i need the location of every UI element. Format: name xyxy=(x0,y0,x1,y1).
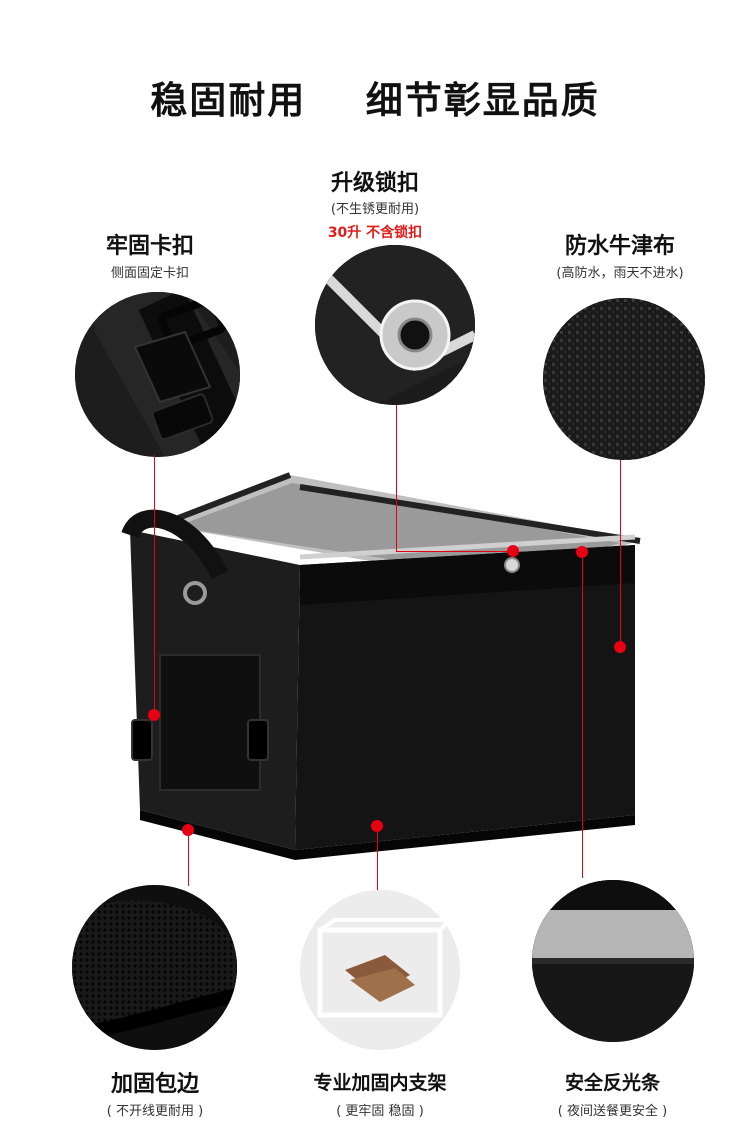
edge-marker xyxy=(182,824,194,836)
lock-feature-sub: (不生锈更耐用) xyxy=(330,202,420,217)
buckle-detail-image xyxy=(75,292,240,457)
buckle-feature-sub: 侧面固定卡扣 xyxy=(110,266,189,281)
lock-leader-line xyxy=(396,405,397,551)
edge-feature-sub: ( 不开线更耐用 ) xyxy=(106,1104,204,1119)
lock-ring-icon xyxy=(315,245,475,405)
frame-leader-line xyxy=(377,832,378,894)
buckle-leader-line xyxy=(154,455,155,715)
lock-leader-hline xyxy=(396,551,512,552)
fabric-marker xyxy=(614,641,626,653)
fabric-texture-icon xyxy=(543,298,705,460)
reflective-detail-image xyxy=(532,880,694,1042)
frame-detail-image xyxy=(300,890,460,1050)
buckle-icon xyxy=(75,292,240,457)
edge-feature-title: 加固包边 xyxy=(110,1072,199,1097)
page-title: 稳固耐用 细节彰显品质 xyxy=(150,79,600,122)
reflective-strip-icon xyxy=(532,880,694,1042)
fabric-feature-title: 防水牛津布 xyxy=(564,234,675,259)
delivery-bag-image xyxy=(121,472,641,860)
reflective-feature-title: 安全反光条 xyxy=(564,1072,660,1094)
lock-feature-title: 升级锁扣 xyxy=(330,171,419,196)
edge-leader-line xyxy=(188,836,189,886)
edge-detail-image xyxy=(72,885,237,1050)
frame-marker xyxy=(371,820,383,832)
fabric-feature-sub: (高防水，雨天不进水) xyxy=(556,266,684,281)
lock-feature-note: 30升 不含锁扣 xyxy=(327,225,423,241)
reflective-leader-line xyxy=(582,558,583,878)
reflective-marker xyxy=(576,546,588,558)
edge-binding-icon xyxy=(72,885,237,1050)
reflective-feature-sub: ( 夜间送餐更安全 ) xyxy=(557,1104,668,1119)
frame-feature-title: 专业加固内支架 xyxy=(313,1072,447,1094)
buckle-marker xyxy=(148,709,160,721)
lock-detail-image xyxy=(315,245,475,405)
fabric-detail-image xyxy=(543,298,705,460)
frame-support-icon xyxy=(300,890,460,1050)
fabric-leader-line xyxy=(620,460,621,642)
buckle-feature-title: 牢固卡扣 xyxy=(105,234,194,259)
lock-marker xyxy=(507,545,519,557)
frame-feature-sub: ( 更牢固 稳固 ) xyxy=(336,1104,424,1119)
